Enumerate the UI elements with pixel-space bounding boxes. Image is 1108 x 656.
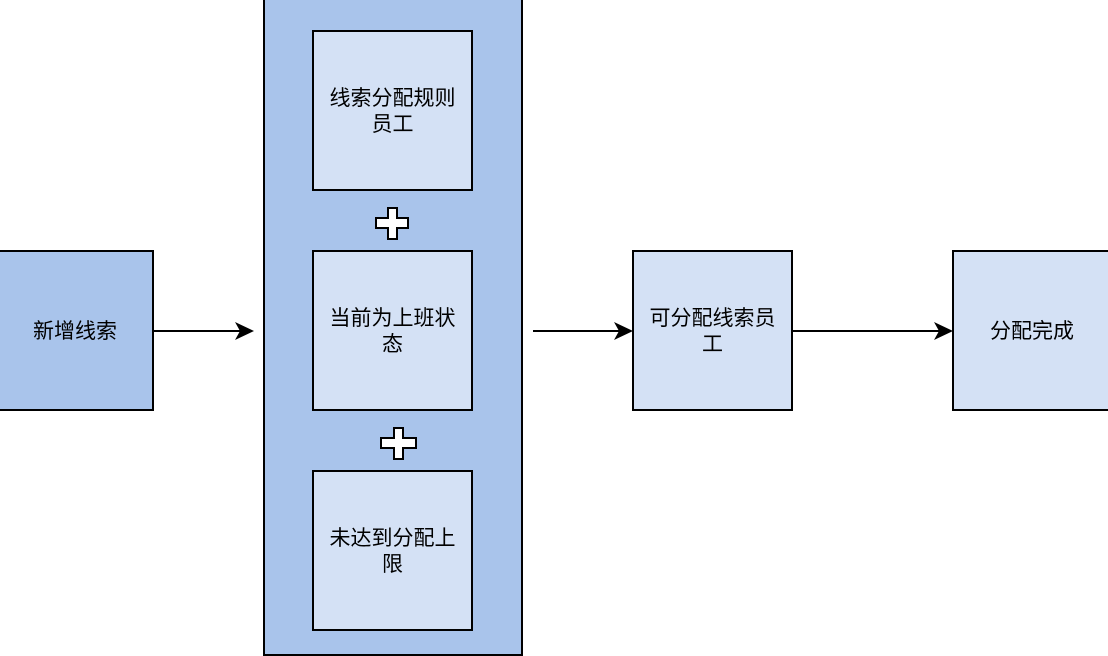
node-on-duty-label: 当前为上班状态 xyxy=(329,305,456,356)
node-new-lead: 新增线索 xyxy=(0,250,154,411)
plus-icon xyxy=(380,427,417,460)
arrowhead-icon xyxy=(934,322,953,340)
node-new-lead-label: 新增线索 xyxy=(33,318,117,343)
node-rule-staff-label: 线索分配规则员工 xyxy=(329,85,456,136)
node-on-duty: 当前为上班状态 xyxy=(312,250,473,411)
arrowhead-icon xyxy=(235,322,254,340)
node-under-limit-label: 未达到分配上限 xyxy=(329,525,456,576)
arrowhead-icon xyxy=(614,322,633,340)
node-assignable-staff: 可分配线索员工 xyxy=(632,250,793,411)
node-rule-staff: 线索分配规则员工 xyxy=(312,30,473,191)
node-under-limit: 未达到分配上限 xyxy=(312,470,473,631)
plus-icon xyxy=(375,207,409,240)
node-done: 分配完成 xyxy=(952,250,1108,411)
node-done-label: 分配完成 xyxy=(990,318,1074,343)
node-assignable-staff-label: 可分配线索员工 xyxy=(649,305,776,356)
